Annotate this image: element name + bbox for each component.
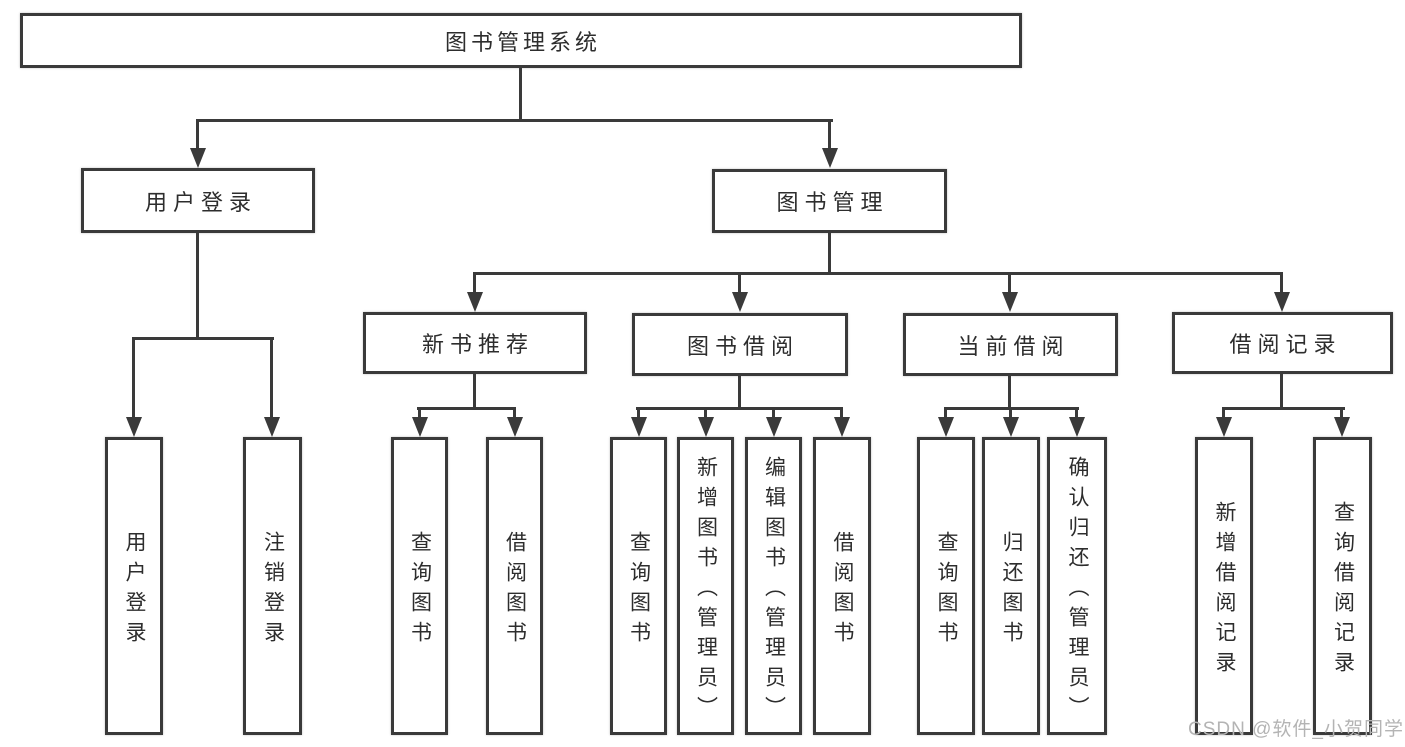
- arrow-down-icon: [412, 417, 428, 437]
- connector-line: [1008, 376, 1011, 407]
- leaf-query-books-current: 查询图书: [917, 437, 975, 735]
- leaf-confirm-return-admin: 确认归还（管理员）: [1047, 437, 1107, 735]
- connector-line: [1222, 407, 1345, 410]
- arrow-down-icon: [732, 292, 748, 312]
- connector-line: [738, 376, 741, 407]
- arrow-down-icon: [938, 417, 954, 437]
- arrow-down-icon: [264, 417, 280, 437]
- leaf-query-books-recommend: 查询图书: [391, 437, 448, 735]
- arrow-down-icon: [698, 417, 714, 437]
- connector-line: [473, 272, 476, 293]
- connector-line: [828, 233, 831, 272]
- connector-line: [1008, 272, 1011, 293]
- connector-line: [637, 407, 640, 417]
- node-new-book-recommend: 新书推荐: [363, 312, 587, 374]
- leaf-query-borrow-record: 查询借阅记录: [1313, 437, 1372, 735]
- arrow-down-icon: [507, 417, 523, 437]
- arrow-down-icon: [1216, 417, 1232, 437]
- connector-line: [196, 119, 833, 122]
- connector-line: [473, 272, 1283, 275]
- leaf-return-book: 归还图书: [982, 437, 1040, 735]
- connector-line: [840, 407, 843, 417]
- arrow-down-icon: [467, 292, 483, 312]
- leaf-add-borrow-record: 新增借阅记录: [1195, 437, 1253, 735]
- connector-line: [417, 407, 516, 410]
- leaf-logout: 注销登录: [243, 437, 302, 735]
- connector-line: [704, 407, 707, 417]
- leaf-borrow-books-recommend: 借阅图书: [486, 437, 543, 735]
- arrow-down-icon: [1003, 417, 1019, 437]
- connector-line: [1075, 407, 1078, 417]
- connector-line: [132, 337, 274, 340]
- connector-line: [196, 233, 199, 337]
- connector-line: [738, 272, 741, 293]
- connector-line: [513, 407, 516, 417]
- arrow-down-icon: [822, 148, 838, 168]
- node-book-management: 图书管理: [712, 169, 947, 233]
- node-root: 图书管理系统: [20, 13, 1022, 68]
- arrow-down-icon: [1002, 292, 1018, 312]
- node-book-borrow: 图书借阅: [632, 313, 848, 376]
- connector-line: [196, 119, 199, 149]
- node-user-login: 用户登录: [81, 168, 315, 233]
- arrow-down-icon: [1334, 417, 1350, 437]
- leaf-edit-book-admin: 编辑图书（管理员）: [745, 437, 802, 735]
- connector-line: [1340, 407, 1343, 417]
- connector-line: [270, 337, 273, 417]
- node-borrow-records: 借阅记录: [1172, 312, 1393, 374]
- connector-line: [944, 407, 947, 417]
- connector-line: [828, 119, 831, 149]
- arrow-down-icon: [126, 417, 142, 437]
- arrow-down-icon: [631, 417, 647, 437]
- arrow-down-icon: [1274, 292, 1290, 312]
- leaf-add-book-admin: 新增图书（管理员）: [677, 437, 734, 735]
- node-current-borrow: 当前借阅: [903, 313, 1118, 376]
- csdn-watermark: CSDN @软件_小贺同学: [1188, 719, 1404, 740]
- arrow-down-icon: [766, 417, 782, 437]
- arrow-down-icon: [1069, 417, 1085, 437]
- connector-line: [1009, 407, 1012, 417]
- connector-line: [1280, 374, 1283, 407]
- connector-line: [1222, 407, 1225, 417]
- leaf-borrow-books: 借阅图书: [813, 437, 871, 735]
- connector-line: [772, 407, 775, 417]
- connector-line: [519, 68, 522, 119]
- connector-line: [473, 374, 476, 407]
- connector-line: [132, 337, 135, 417]
- leaf-user-login: 用户登录: [105, 437, 163, 735]
- arrow-down-icon: [190, 148, 206, 168]
- arrow-down-icon: [834, 417, 850, 437]
- connector-line: [636, 407, 843, 410]
- connector-line: [418, 407, 421, 417]
- connector-line: [1280, 272, 1283, 293]
- leaf-query-books-borrow: 查询图书: [610, 437, 667, 735]
